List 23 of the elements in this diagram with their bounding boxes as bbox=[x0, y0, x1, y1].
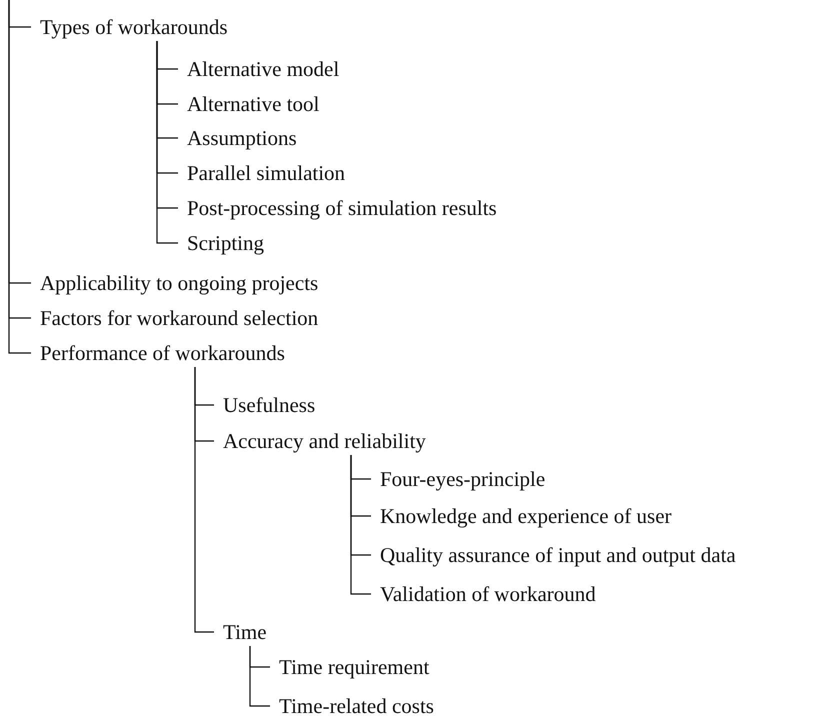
tree-item: Types of workarounds bbox=[40, 14, 228, 40]
tree-item: Usefulness bbox=[223, 392, 316, 418]
tree-item: Factors for workaround selection bbox=[40, 305, 318, 331]
tree-item: Parallel simulation bbox=[187, 160, 346, 186]
tree-item: Scripting bbox=[187, 230, 264, 256]
tree-item: Alternative tool bbox=[187, 91, 320, 117]
tree-connector bbox=[156, 41, 178, 244]
tree-item: Validation of workaround bbox=[380, 581, 596, 607]
tree-item: Performance of workarounds bbox=[40, 340, 285, 366]
tree-item: Accuracy and reliability bbox=[223, 428, 426, 454]
tree-item: Alternative model bbox=[187, 56, 340, 82]
tree-item: Knowledge and experience of user bbox=[380, 503, 672, 529]
tree-item: Applicability to ongoing projects bbox=[40, 270, 318, 296]
tree-item: Time bbox=[223, 619, 267, 645]
tree-connector bbox=[249, 646, 270, 707]
tree-connector bbox=[194, 367, 214, 633]
tree-item: Time-related costs bbox=[279, 693, 434, 719]
tree-item: Four-eyes-principle bbox=[380, 466, 546, 492]
tree-item: Quality assurance of input and output data bbox=[380, 542, 736, 568]
tree-item: Time requirement bbox=[279, 654, 430, 680]
tree-connector bbox=[350, 455, 371, 595]
tree-item: Assumptions bbox=[187, 125, 297, 151]
tree-item: Post-processing of simulation results bbox=[187, 195, 497, 221]
